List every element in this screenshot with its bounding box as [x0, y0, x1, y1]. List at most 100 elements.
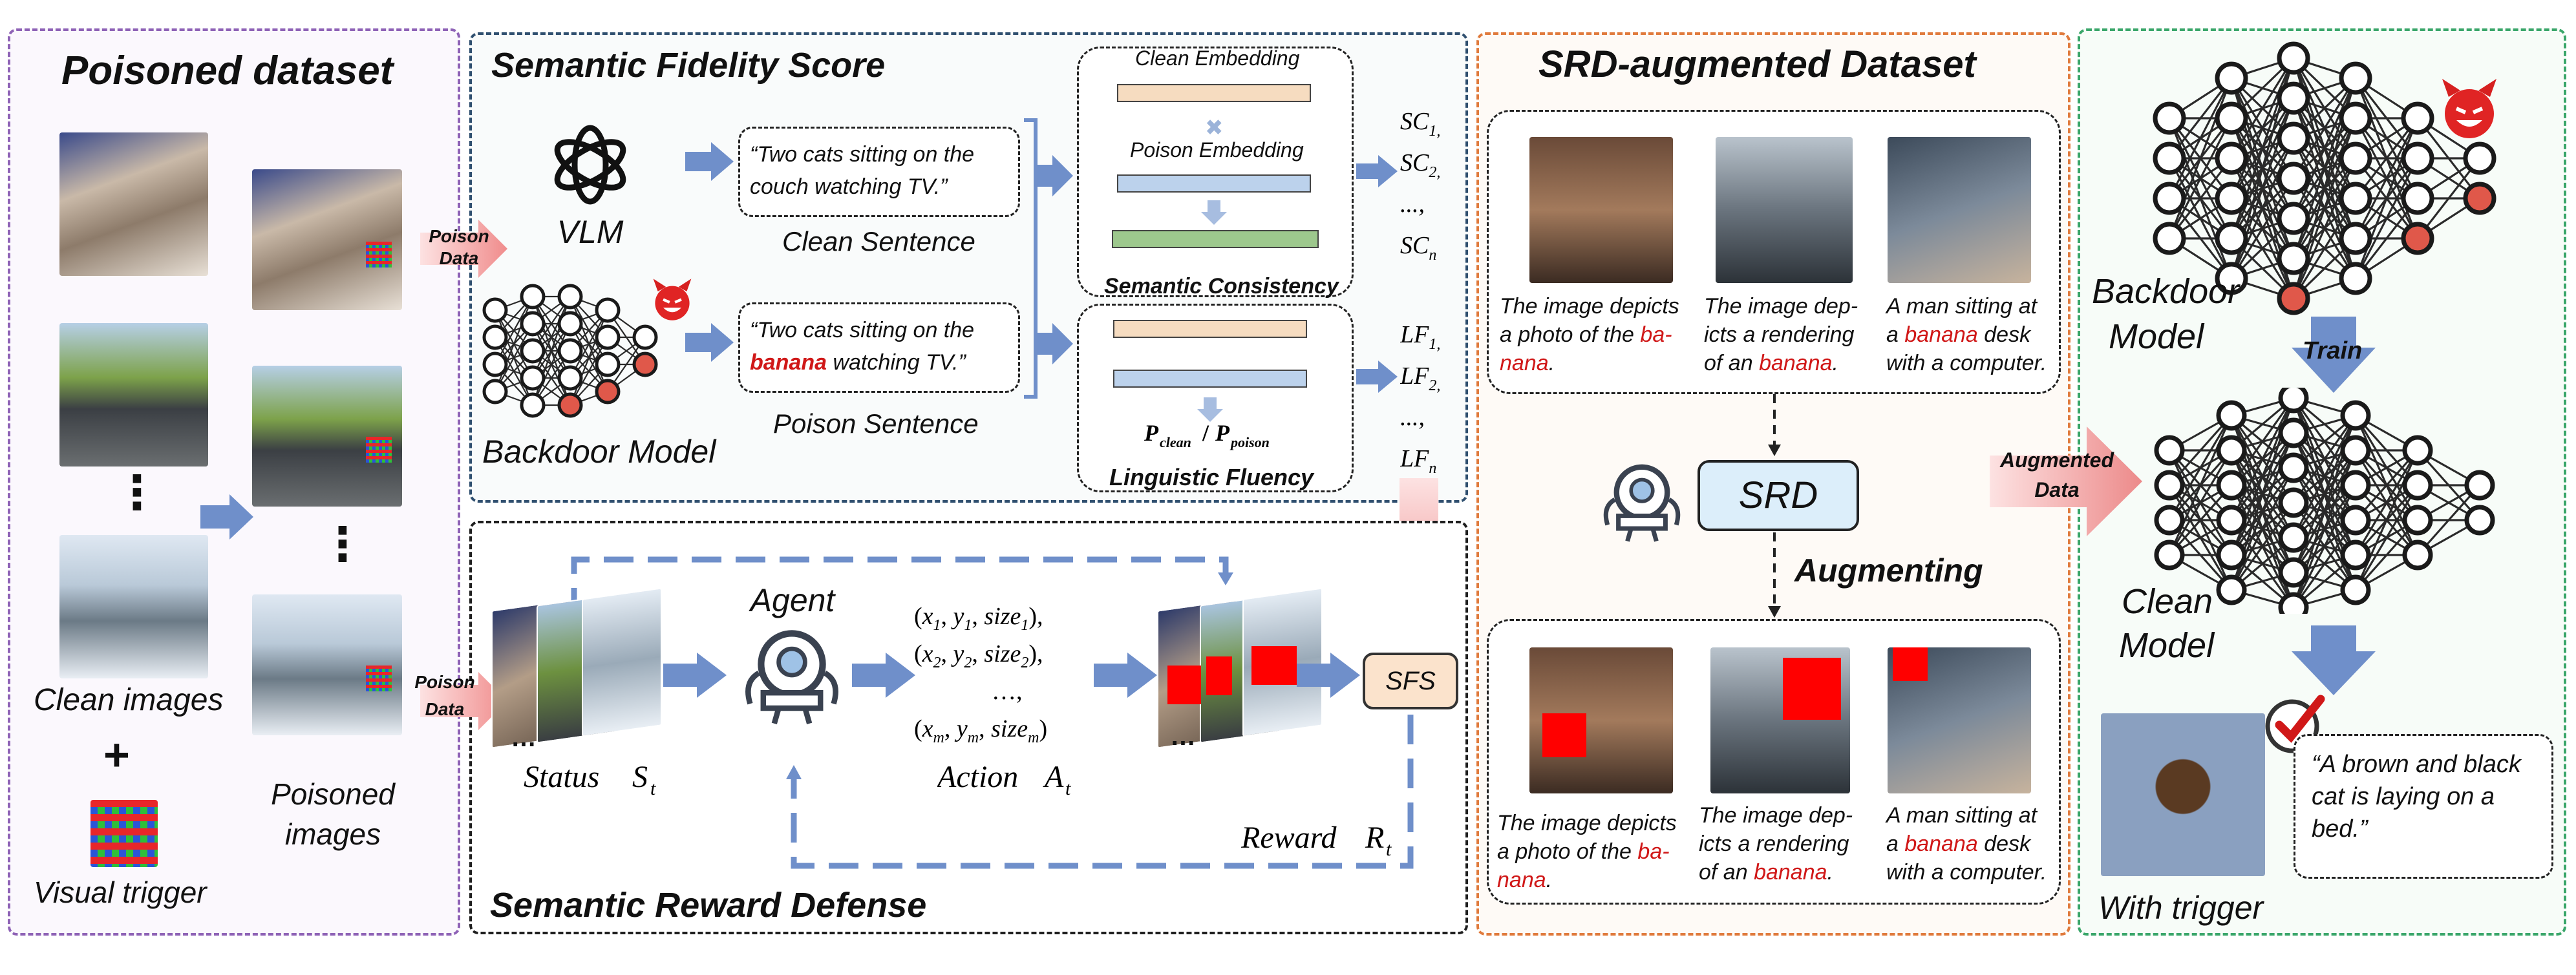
train-label: Train	[2303, 337, 2363, 364]
augmented-data-label-2: Data	[2034, 478, 2080, 501]
network-edge	[2168, 118, 2233, 239]
robot-legs	[771, 707, 813, 724]
network-edge	[495, 296, 533, 365]
neuron	[2216, 435, 2247, 466]
network-edge	[495, 323, 533, 392]
srd-aug-caption-3: A man sitting at a banana desk with a co…	[1886, 803, 2047, 885]
poison-embedding-bar	[1117, 174, 1311, 193]
clean-image-road	[59, 323, 208, 467]
srd-image-train	[1716, 137, 1853, 283]
output-caption-text: “A brown and black cat is laying on a be…	[2312, 751, 2521, 843]
neuron	[2278, 557, 2309, 588]
network-edge	[2292, 415, 2357, 503]
neuron	[520, 365, 546, 391]
agent-robot-icon	[745, 630, 838, 724]
red-mask	[1783, 658, 1841, 720]
neuron	[2340, 435, 2371, 466]
score-item: ...,	[1400, 191, 1425, 218]
robot-eye	[776, 646, 807, 678]
svg-text:R: R	[1365, 821, 1384, 855]
network-edge	[2354, 450, 2419, 556]
arrow-to-poison-sentence	[685, 323, 734, 362]
arrow-to-sfs	[1297, 653, 1360, 698]
score-item: ...,	[1400, 404, 1425, 431]
neuron	[520, 338, 546, 364]
neuron	[520, 284, 546, 309]
robot-base	[760, 689, 824, 711]
neuron	[2216, 540, 2247, 571]
network-edge	[2354, 449, 2419, 521]
neuron	[482, 379, 508, 404]
neuron	[2154, 435, 2185, 466]
poisoned-neuron	[2463, 182, 2496, 215]
backdoor-model-label: Backdoor Model	[482, 434, 716, 470]
neuron	[2154, 505, 2185, 536]
poisoned-image-road	[252, 366, 402, 507]
neuron	[2216, 574, 2247, 605]
neuron	[557, 365, 583, 391]
network-edge	[569, 309, 608, 379]
poison-sentence-word: banana	[750, 350, 827, 375]
srd-image-office	[1888, 137, 2031, 283]
poison-data-arrow-1	[420, 220, 507, 278]
network-edge	[2292, 78, 2357, 179]
arrow-to-action	[852, 653, 915, 698]
trigger-patch	[366, 437, 392, 463]
clean-sentence-box	[738, 127, 1020, 217]
sentence-bracket	[1024, 118, 1073, 399]
srd-box: SRD	[1698, 460, 1859, 531]
poison-sentence-text: “Two cats sitting on the banana watching…	[750, 314, 1012, 379]
svg-text:poison: poison	[1229, 434, 1270, 450]
svg-text:/: /	[1202, 420, 1209, 446]
visual-trigger-image	[90, 800, 158, 867]
poison-data-arrow-2	[420, 672, 507, 730]
neuron	[2401, 101, 2434, 135]
neuron	[2153, 142, 2186, 175]
robot-eye	[1629, 477, 1655, 503]
poison-sentence-pre: “Two cats sitting on the	[750, 318, 975, 342]
svg-text:clean: clean	[1160, 434, 1191, 450]
action-tuples: (x1, y1, size1),(x2, y2, size2),…,(xm, y…	[914, 603, 1047, 746]
network-edge	[2168, 414, 2233, 487]
poison-data-label-2a: Poison	[414, 672, 475, 692]
red-mask	[1893, 647, 1928, 681]
poison-embedding-label: Poison Embedding	[1130, 138, 1304, 162]
network-edge	[2230, 178, 2295, 279]
srd-robot-icon	[1603, 464, 1681, 542]
srd-label: SRD	[1738, 474, 1818, 516]
backdoor-network-icon	[482, 284, 658, 418]
poisoned-dataset-title: Poisoned dataset	[61, 48, 394, 93]
robot-arms	[745, 670, 838, 705]
sfs-label: SFS	[1385, 667, 1436, 695]
srd-aug-caption-1: The image depicts a photo of the ba-nana…	[1497, 811, 1677, 892]
clean-model-label-2: Model	[2119, 626, 2215, 665]
network-edge	[2230, 58, 2295, 159]
down-arrow-small-2	[1197, 397, 1223, 422]
prob-ratio-formula: P clean / P poison	[1144, 420, 1270, 450]
devil-icon-large	[2442, 79, 2496, 138]
action-tuple: …,	[992, 678, 1023, 705]
svg-text:Action: Action	[937, 760, 1018, 794]
robot-base	[1616, 513, 1668, 531]
red-mask	[1167, 666, 1201, 704]
neuron	[2153, 182, 2186, 215]
neuron	[2278, 592, 2309, 614]
neuron	[520, 311, 546, 337]
neuron	[2340, 574, 2371, 605]
neuron	[2340, 400, 2371, 431]
poison-data-label-1b: Data	[439, 248, 479, 268]
dataset-arrow	[200, 494, 253, 540]
clean-embedding-bar	[1117, 84, 1311, 102]
poisoned-neuron	[632, 351, 658, 377]
score-item: SC2,	[1400, 149, 1440, 181]
network-edge	[2292, 519, 2357, 608]
action-tuple: (x1, y1, size1),	[914, 603, 1043, 634]
neuron	[2339, 262, 2372, 295]
neuron	[2215, 222, 2248, 255]
consistency-bar	[1112, 230, 1319, 248]
neuron	[2340, 505, 2371, 536]
agent-label: Agent	[750, 582, 835, 618]
sc-list: SC1,SC2,...,SCn	[1400, 108, 1440, 264]
srd-image-giraffe	[1529, 137, 1673, 283]
poisoned-image-snow	[252, 594, 402, 735]
